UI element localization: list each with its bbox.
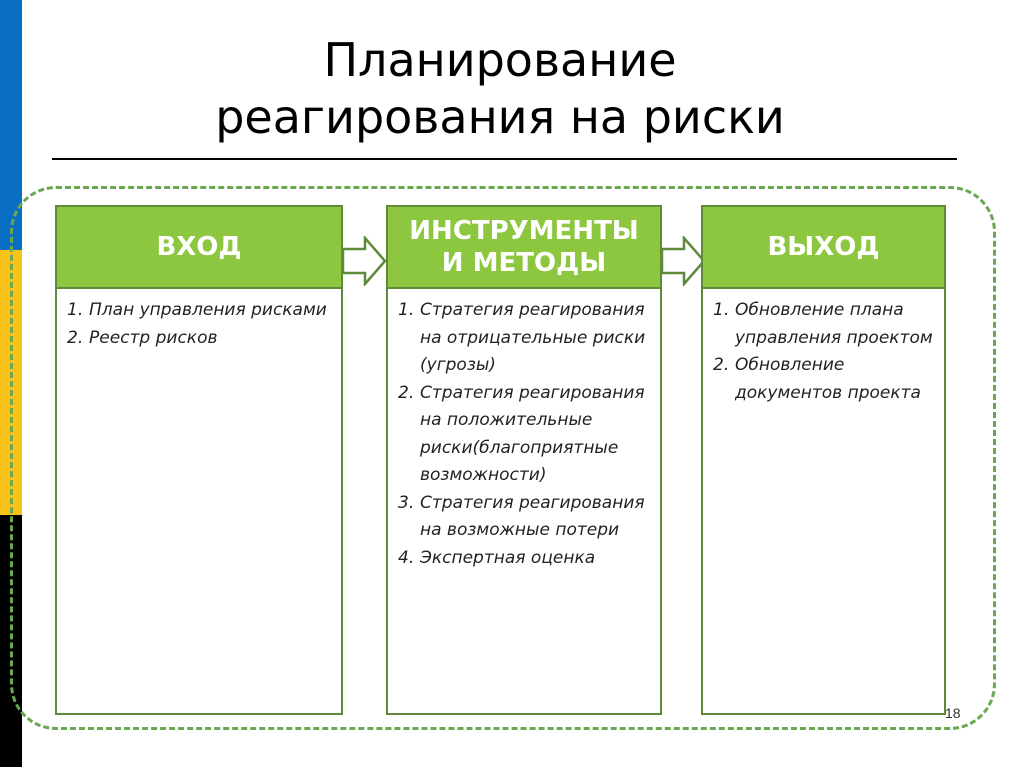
list-item-number: 2.	[67, 327, 84, 348]
side-strip-blue	[0, 0, 22, 250]
stage-output-heading: ВЫХОД	[703, 207, 944, 289]
stage-input-heading: ВХОД	[57, 207, 341, 289]
list-item: 1.Стратегия реагирования на отрицательны…	[398, 297, 652, 380]
list-item: 2.Реестр рисков	[67, 325, 333, 353]
list-item-number: 2.	[398, 382, 415, 403]
list-item: 1.Обновление плана управления проектом	[713, 297, 936, 352]
stage-input-list: 1.План управления рисками 2.Реестр риско…	[57, 289, 341, 352]
list-item: 2.Обновление документов проекта	[713, 352, 936, 407]
right-arrow-icon	[660, 236, 706, 286]
page-number: 18	[945, 705, 961, 721]
list-item-number: 1.	[67, 300, 84, 320]
list-item-text: Обновление документов проекта	[735, 355, 921, 403]
stage-tools-methods: ИНСТРУМЕНТЫ И МЕТОДЫ 1.Стратегия реагиро…	[386, 205, 662, 715]
list-item: 3.Стратегия реагирования на возможные по…	[398, 490, 652, 545]
list-item-number: 1.	[713, 300, 730, 320]
list-item-text: Стратегия реагирования на положительные …	[420, 382, 645, 486]
stage-input: ВХОД 1.План управления рисками 2.Реестр …	[55, 205, 343, 715]
process-frame	[10, 186, 996, 730]
list-item-number: 1.	[398, 300, 415, 320]
list-item-text: План управления рисками	[89, 300, 327, 320]
title-underline	[52, 158, 957, 160]
list-item: 1.План управления рисками	[67, 297, 333, 325]
list-item-text: Стратегия реагирования на отрицательные …	[420, 300, 646, 375]
right-arrow-icon	[341, 236, 387, 286]
stage-output-list: 1.Обновление плана управления проектом 2…	[703, 289, 944, 407]
list-item-number: 2.	[713, 355, 730, 375]
slide-title-text: Планирование реагирования на риски	[215, 33, 785, 144]
list-item-number: 4.	[398, 547, 415, 568]
list-item-text: Реестр рисков	[89, 327, 218, 348]
list-item-number: 3.	[398, 492, 415, 513]
list-item: 4.Экспертная оценка	[398, 545, 652, 573]
list-item-text: Экспертная оценка	[420, 547, 596, 568]
stage-tools-heading: ИНСТРУМЕНТЫ И МЕТОДЫ	[388, 207, 660, 289]
slide-title: Планирование реагирования на риски	[150, 32, 850, 146]
list-item-text: Стратегия реагирования на возможные поте…	[420, 492, 645, 541]
list-item-text: Обновление плана управления проектом	[735, 300, 933, 348]
stage-tools-list: 1.Стратегия реагирования на отрицательны…	[388, 289, 660, 572]
stage-output: ВЫХОД 1.Обновление плана управления прое…	[701, 205, 946, 715]
list-item: 2.Стратегия реагирования на положительны…	[398, 380, 652, 490]
